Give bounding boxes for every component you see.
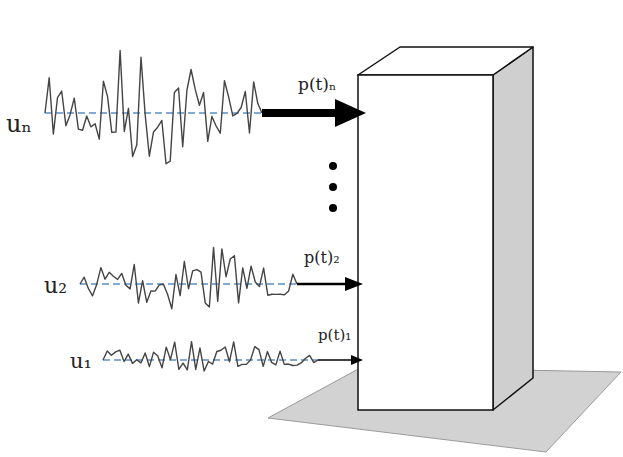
wind-signals: [45, 50, 318, 371]
force-arrow: [318, 359, 352, 361]
ellipsis-dot: [329, 204, 337, 212]
force-label: p(t)₂: [304, 250, 340, 266]
signal-label: u₁: [70, 351, 92, 372]
ellipsis-dot: [329, 162, 337, 170]
force-arrow: [297, 283, 347, 286]
mean-line: [45, 112, 262, 113]
wind-signal: [80, 247, 297, 308]
signal-label: uₙ: [6, 112, 32, 136]
arrow-head: [335, 99, 366, 127]
building-front: [358, 75, 493, 410]
signal-label: u₂: [44, 275, 67, 297]
ellipsis-dot: [329, 183, 337, 191]
force-arrow: [262, 109, 337, 117]
arrow-head: [351, 355, 363, 365]
arrow-head: [345, 277, 363, 291]
building-top: [358, 47, 533, 75]
wind-signal: [103, 342, 318, 371]
building-side: [493, 47, 533, 410]
wind-signal: [45, 50, 262, 163]
force-label: p(t)ₙ: [298, 76, 336, 93]
force-label: p(t)₁: [318, 328, 351, 343]
